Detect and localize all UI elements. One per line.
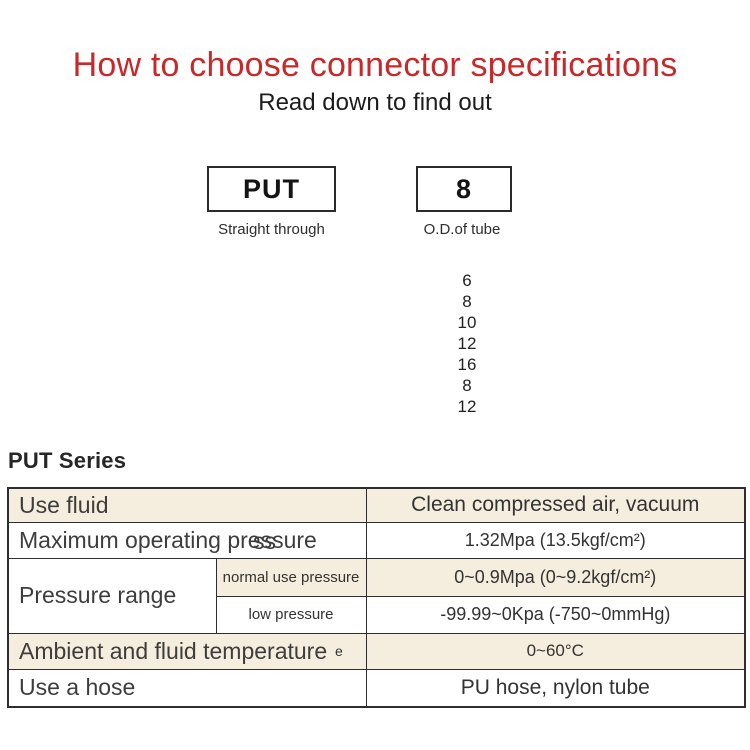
- text-artifact: ss: [253, 527, 276, 554]
- tube-od-option: 10: [457, 313, 477, 332]
- spec-value-cell: 0~60°C: [365, 632, 746, 670]
- tube-od-option: 16: [457, 355, 477, 374]
- spec-label-cell: Use fluid: [7, 487, 367, 523]
- spec-value-cell: PU hose, nylon tube: [365, 668, 746, 708]
- tube-od-option: 12: [457, 397, 477, 416]
- spec-table: Use fluid Clean compressed air, vacuum M…: [7, 487, 747, 708]
- series-heading: PUT Series: [8, 448, 127, 473]
- model-code-text: PUT: [243, 173, 300, 204]
- spec-value-cell: 0~0.9Mpa (0~9.2kgf/cm²): [365, 557, 746, 597]
- page-title: How to choose connector specifications: [72, 46, 678, 84]
- tube-od-option: 8: [462, 292, 472, 311]
- page-subtitle: Read down to find out: [258, 89, 492, 116]
- spec-label-cell: Maximum operating pressure ss: [7, 521, 367, 559]
- tube-size-caption: O.D.of tube: [423, 221, 501, 238]
- model-code-box: PUT: [207, 166, 336, 212]
- spec-row-pressure-range-normal: Pressure range normal use pressure 0~0.9…: [7, 557, 746, 634]
- spec-value-cell: -99.99~0Kpa (-750~0mmHg): [365, 595, 746, 634]
- spec-row-hose: Use a hose PU hose, nylon tube: [7, 668, 746, 708]
- spec-label-cell: Use a hose: [7, 668, 367, 708]
- spec-label-text: Ambient and fluid temperature: [19, 637, 328, 664]
- tube-od-option: 6: [462, 271, 472, 290]
- tube-od-option: 12: [457, 334, 477, 353]
- spec-row-temperature: Ambient and fluid temperature e 0~60°C: [7, 632, 746, 670]
- spec-row-max-pressure: Maximum operating pressure ss 1.32Mpa (1…: [7, 521, 746, 559]
- tube-od-list: 6 8 10 12 16 8 12: [380, 270, 554, 417]
- text-artifact: e: [335, 642, 343, 659]
- model-code-caption: Straight through: [218, 221, 325, 238]
- spec-sublabel-cell: low pressure: [215, 595, 367, 634]
- spec-label-cell: Pressure range: [7, 557, 217, 634]
- spec-value-cell: Clean compressed air, vacuum: [365, 487, 746, 523]
- spec-label-cell: Ambient and fluid temperature e: [7, 632, 367, 670]
- spec-label-text: Maximum operating pressure: [19, 526, 317, 553]
- tube-size-box: 8: [416, 166, 512, 212]
- spec-row-pressure-range-low: low pressure -99.99~0Kpa (-750~0mmHg): [8, 595, 746, 634]
- spec-sublabel-cell: normal use pressure: [215, 557, 367, 597]
- tube-size-text: 8: [455, 173, 473, 204]
- spec-value-cell: 1.32Mpa (13.5kgf/cm²): [365, 521, 746, 559]
- spec-row-use-fluid: Use fluid Clean compressed air, vacuum: [7, 487, 746, 523]
- tube-od-option: 8: [462, 376, 472, 395]
